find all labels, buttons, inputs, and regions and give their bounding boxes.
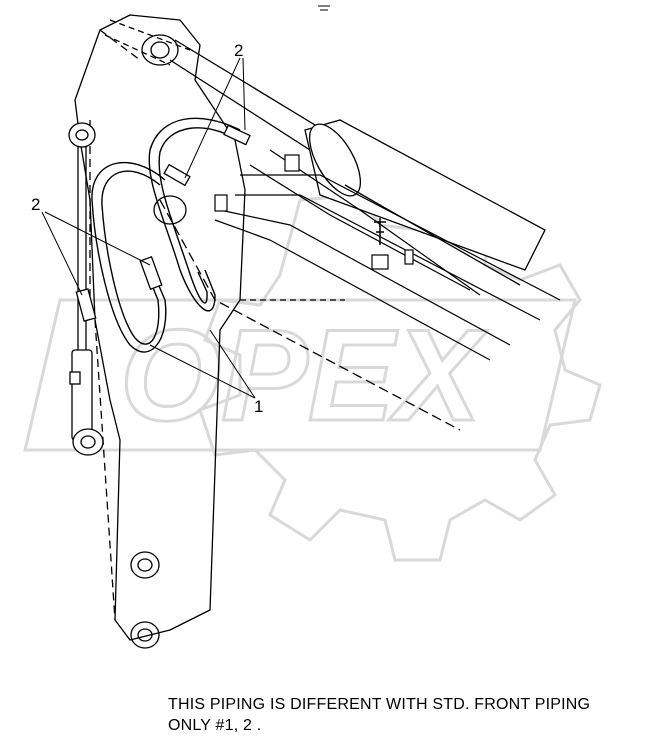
fitting-upper-mid	[163, 163, 191, 187]
clamp-bolt	[374, 218, 386, 245]
arm-cylinder-body	[304, 119, 546, 271]
arm-cylinder-rod-upper	[174, 39, 321, 129]
boom-arm	[74, 14, 461, 649]
leader-top-2-a	[184, 57, 241, 179]
top-registration-mark	[318, 5, 330, 11]
hose-upper-outer	[148, 117, 241, 312]
boom-outer-edge	[74, 14, 246, 641]
hose-fittings-item-2	[75, 124, 251, 322]
watermark-banner	[23, 298, 577, 452]
boom-top-pin-inner	[150, 41, 170, 59]
boom-top-pin	[141, 34, 179, 66]
fitting-upper-right	[223, 124, 251, 146]
pipe-clamp-4	[404, 249, 414, 265]
pipe-clamp-1	[284, 154, 300, 172]
cylinder-top-eye-inner	[75, 129, 89, 141]
pipe-line-d	[214, 219, 491, 361]
hose-loop-outer	[91, 161, 167, 353]
hose-loop-inner	[101, 170, 161, 345]
piping-note: THIS PIPING IS DIFFERENT WITH STD. FRONT…	[168, 694, 648, 736]
arm-cylinder-rod-lower	[169, 59, 311, 151]
pipe-line-c	[219, 209, 511, 346]
pipe-line-b	[235, 194, 541, 321]
arm-cylinder	[169, 39, 546, 286]
cylinder-barrel	[71, 349, 93, 441]
leader-bottom-1-a	[149, 344, 256, 399]
pipe-clamp-2	[214, 194, 228, 212]
watermark-logo-text: OPEX	[120, 302, 489, 448]
boom-foot-pin	[130, 621, 160, 649]
pipe-clamp-3	[371, 254, 389, 270]
boom-mid-pin	[153, 195, 187, 225]
boom-frame-dash	[104, 19, 345, 301]
callout-item-2-left: 2	[31, 195, 40, 214]
boom-centerline-dash	[89, 29, 141, 621]
boom-bottom-pin-inner	[137, 558, 153, 572]
boom-cylinder	[68, 122, 104, 456]
boom-foot-pin-inner	[137, 628, 153, 642]
fitting-left-b	[139, 256, 163, 290]
leader-bottom-1-b	[209, 329, 256, 399]
hydraulic-lines	[214, 149, 561, 361]
leader-left-2-b	[44, 211, 151, 266]
arm-cylinder-end-line	[344, 184, 521, 286]
arm-cylinder-gland	[308, 123, 362, 197]
note-line-2: ONLY #1, 2 .	[168, 717, 262, 734]
callout-item-1: 1	[254, 397, 263, 416]
boom-bottom-pin	[130, 551, 160, 579]
fitting-left-a	[75, 288, 97, 322]
hose-upper-inner	[158, 127, 239, 304]
leader-lines	[41, 57, 256, 399]
note-line-1: THIS PIPING IS DIFFERENT WITH STD. FRONT…	[168, 696, 591, 713]
pipe-line-f	[269, 149, 481, 296]
cylinder-fitting	[69, 371, 81, 385]
pipe-line-e	[249, 164, 471, 291]
cylinder-bottom-eye-inner	[80, 435, 96, 449]
hose-item-1	[91, 117, 241, 353]
leader-top-2-b	[242, 57, 246, 131]
callout-item-2-top: 2	[234, 41, 243, 60]
opex-watermark: OPEX	[23, 193, 602, 562]
leader-left-2-a	[41, 211, 83, 296]
